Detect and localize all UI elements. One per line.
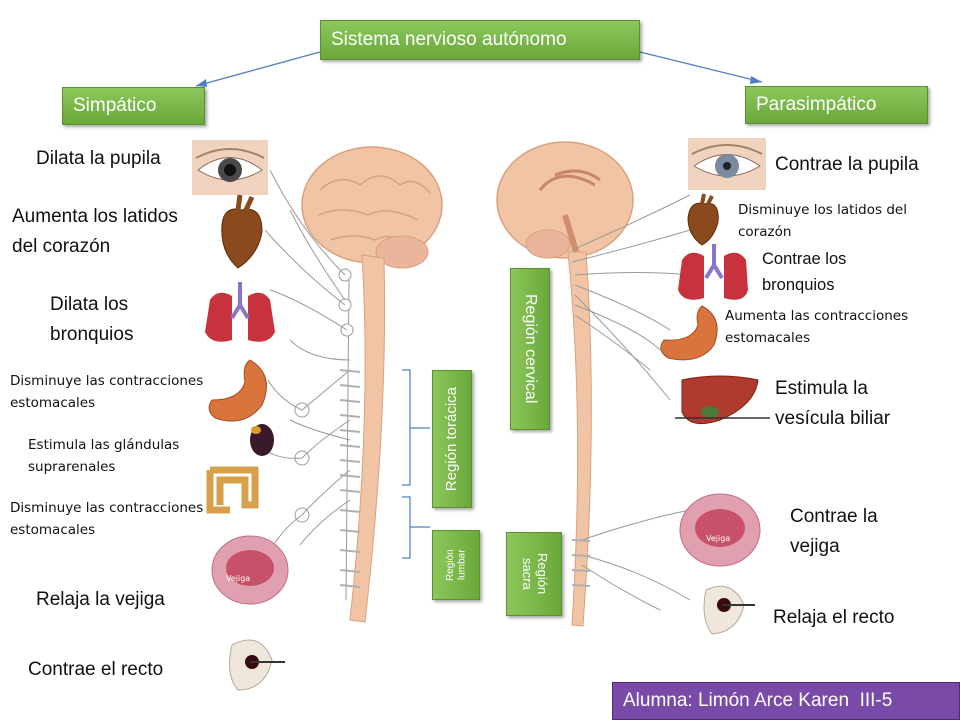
- sympathetic-effect-intestine: Disminuye las contracciones estomacales: [10, 500, 204, 538]
- bladder-icon-right: [679, 493, 761, 567]
- sympathetic-effect-pupil: Dilata la pupila: [36, 148, 161, 169]
- lumbar-bracket: [402, 496, 430, 559]
- bladder-icon-left: [211, 535, 289, 605]
- region-cervical-box: Región cervical: [510, 268, 550, 430]
- sympathetic-effect-bronchi: Dilata los bronquios: [50, 294, 134, 345]
- parasympathetic-header-label: Parasimpático: [756, 94, 877, 115]
- sympathetic-effect-bladder: Relaja la vejiga: [36, 589, 165, 610]
- region-toracica-label: Región torácica: [443, 386, 461, 492]
- toracica-bracket: [402, 369, 430, 486]
- sympathetic-header: Simpático: [62, 87, 205, 125]
- parasympathetic-brain: [496, 141, 634, 259]
- region-toracica-box: Región torácica: [432, 370, 472, 508]
- heart-icon-right: [687, 193, 719, 246]
- parasympathetic-effect-pupil: Contrae la pupila: [775, 154, 919, 175]
- author-footer: Alumna: Limón Arce Karen III-5: [612, 682, 960, 720]
- sympathetic-effect-heart: Aumenta los latidos del corazón: [12, 206, 178, 257]
- arrow-to-parasimpatico: [639, 51, 763, 84]
- heart-icon-left: [221, 194, 263, 269]
- parasympathetic-effect-heart: Disminuye los latidos del corazón: [738, 202, 907, 240]
- lungs-icon-left: [205, 282, 275, 342]
- bladder-caption-right: Vejiga: [706, 534, 731, 543]
- page-title: Sistema nervioso autónomo: [331, 29, 567, 50]
- adrenal-icon-left: [250, 424, 274, 456]
- parasympathetic-header: Parasimpático: [745, 86, 928, 124]
- liver-icon-right: [675, 375, 770, 425]
- rectum-icon-left: [229, 639, 285, 691]
- sacral-vertebra-ticks: [571, 539, 591, 587]
- region-cervical-label: Región cervical: [522, 294, 540, 404]
- sympathetic-effect-rectum: Contrae el recto: [28, 659, 164, 680]
- parasympathetic-effect-bladder: Contrae la vejiga: [790, 506, 878, 557]
- sympathetic-effect-stomach: Disminuye las contracciones estomacales: [10, 373, 204, 411]
- title-box: Sistema nervioso autónomo: [320, 20, 640, 60]
- parasympathetic-spinal-cord: [567, 251, 592, 627]
- sympathetic-header-label: Simpático: [73, 95, 157, 116]
- region-lumbar-label: Región lumbar: [444, 549, 468, 581]
- region-lumbar-box: Región lumbar: [432, 530, 480, 600]
- sympathetic-chain: [264, 169, 354, 601]
- eye-icon-left: [192, 140, 268, 195]
- parasympathetic-effect-bronchi: Contrae los bronquios: [762, 250, 847, 294]
- arrow-to-simpatico: [195, 51, 321, 87]
- eye-icon-right: [688, 138, 766, 190]
- stomach-icon-left: [208, 359, 267, 422]
- author-label: Alumna: Limón Arce Karen III-5: [623, 690, 893, 711]
- rectum-icon-right: [703, 585, 755, 635]
- sympathetic-spinal-cord: [349, 254, 386, 623]
- parasympathetic-effect-stomach: Aumenta las contracciones estomacales: [725, 308, 909, 346]
- region-sacra-box: Región sacra: [506, 532, 562, 616]
- parasympathetic-effect-gallbladder: Estimula la vesícula biliar: [775, 378, 891, 429]
- region-sacra-label: Región sacra: [520, 553, 550, 595]
- sympathetic-effect-adrenal: Estimula las glándulas suprarenales: [28, 437, 180, 475]
- parasympathetic-effect-rectum: Relaja el recto: [773, 607, 895, 628]
- stomach-icon-right: [660, 305, 718, 361]
- parasympathetic-nerves: [571, 194, 691, 611]
- bladder-caption-left: Vejiga: [226, 574, 251, 583]
- intestine-icon-left: [206, 466, 259, 514]
- sympathetic-brain: [301, 146, 443, 269]
- lungs-icon-right: [678, 244, 748, 300]
- vertebra-ticks: [339, 369, 361, 588]
